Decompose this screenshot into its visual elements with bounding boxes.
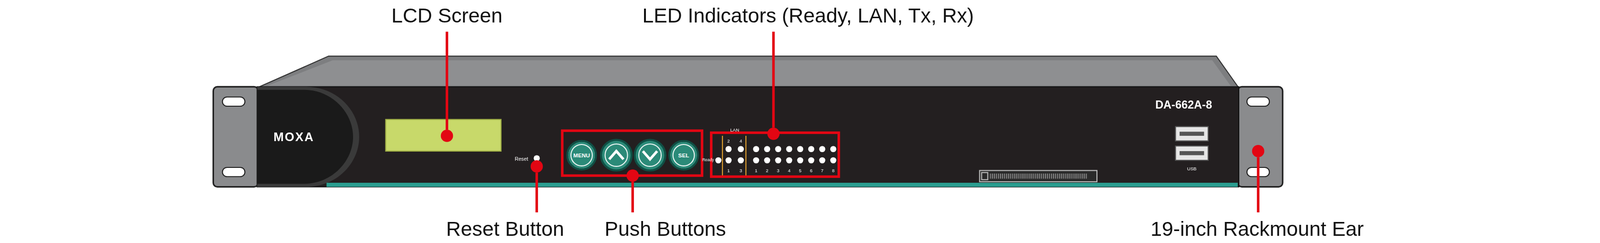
callout-label: LED Indicators (Ready, LAN, Tx, Rx) [642,5,975,26]
port-number: 3 [776,169,780,174]
port-number: 4 [787,169,791,174]
button-text: MENU [573,151,591,159]
port-number: 6 [809,169,813,174]
callout-label: Reset Button [446,218,565,239]
push-button: SEL [668,139,699,171]
button-label: Reset [514,156,528,162]
port-number: 2 [727,139,730,144]
callout-label: LCD Screen [391,5,503,26]
port-number: 3 [739,169,742,174]
led-label: LAN [730,128,740,133]
port-number: 1 [754,169,758,174]
callout-label: 19-inch Rackmount Ear [1150,218,1364,239]
port-number: 7 [820,169,824,174]
push-button: MENU [566,139,597,171]
port-number: 5 [798,169,802,174]
button-text: SEL [678,151,690,159]
port-label: USB [1187,167,1197,172]
led-label: Ready [702,158,715,163]
port-number: 8 [831,169,835,174]
brand-logo: MOXA [273,130,314,143]
port-number: 2 [765,169,769,174]
port-number: 4 [739,139,742,144]
model-name: DA-662A-8 [1155,99,1213,111]
port-number: 1 [727,169,730,174]
callout-label: Push Buttons [604,218,727,239]
